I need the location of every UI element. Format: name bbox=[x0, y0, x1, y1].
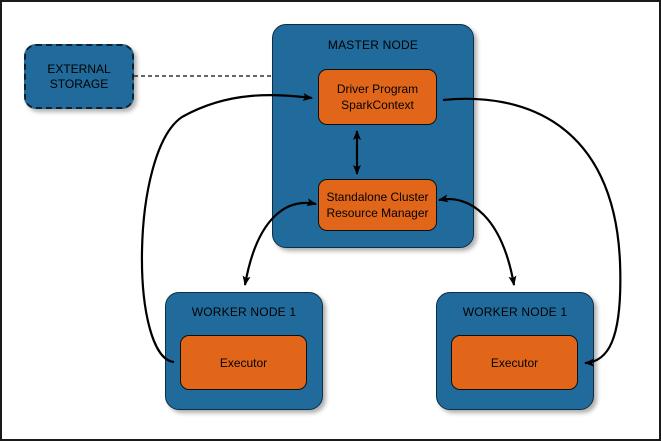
external-storage-node[interactable]: EXTERNAL STORAGE bbox=[24, 44, 134, 109]
driver-program-label-line2: SparkContext bbox=[341, 98, 414, 112]
external-storage-label: EXTERNAL STORAGE bbox=[47, 62, 110, 92]
driver-program-box[interactable]: Driver Program SparkContext bbox=[318, 69, 437, 125]
driver-program-label-line1: Driver Program bbox=[336, 82, 419, 96]
driver-program-label: Driver Program SparkContext bbox=[337, 81, 418, 113]
executor-2-label: Executor bbox=[490, 355, 539, 370]
external-storage-label-line2: STORAGE bbox=[49, 76, 109, 91]
resource-manager-label-line1: Standalone Cluster bbox=[326, 190, 429, 204]
resource-manager-label: Standalone Cluster Resource Manager bbox=[326, 189, 428, 221]
executor-2-box[interactable]: Executor bbox=[451, 335, 578, 390]
external-storage-label-line1: EXTERNAL bbox=[47, 61, 111, 76]
executor-1-box[interactable]: Executor bbox=[180, 335, 307, 390]
master-node-title: MASTER NODE bbox=[327, 38, 419, 52]
resource-manager-box[interactable]: Standalone Cluster Resource Manager bbox=[318, 179, 437, 231]
executor-1-label: Executor bbox=[219, 355, 268, 370]
resource-manager-label-line2: Resource Manager bbox=[326, 206, 429, 220]
worker-node-1-title: WORKER NODE 1 bbox=[191, 305, 297, 319]
worker-node-2-title: WORKER NODE 1 bbox=[462, 305, 568, 319]
